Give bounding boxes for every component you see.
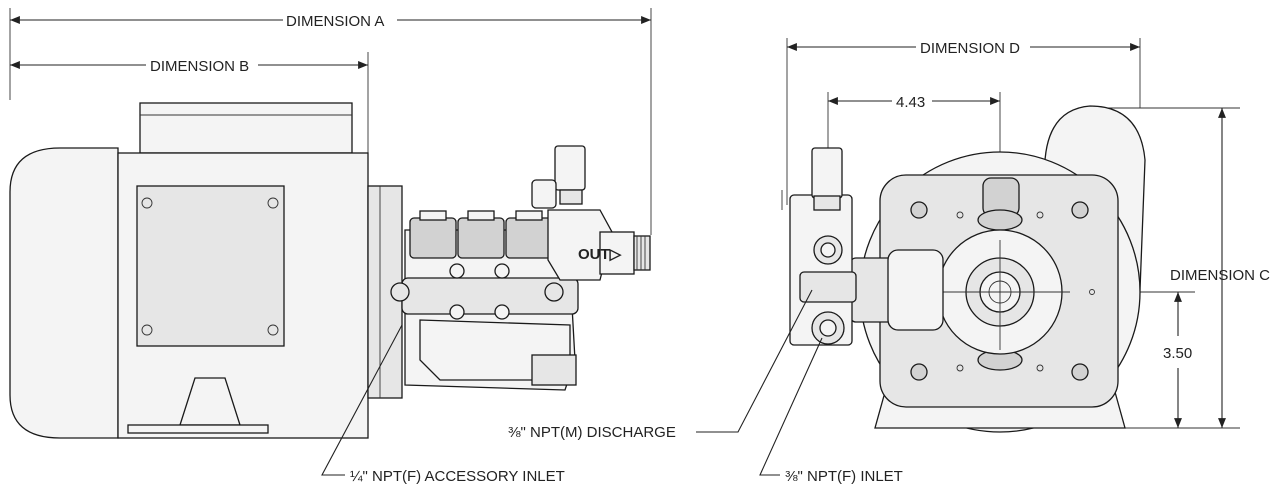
dimension-c: DIMENSION C [1170, 108, 1270, 428]
inlet-callout: ⅜" NPT(F) INLET [759, 337, 903, 485]
front-view [781, 38, 1240, 433]
dimension-d: DIMENSION D [787, 40, 1140, 57]
dimension-443-label: 4.43 [896, 94, 925, 111]
dimension-a-label: DIMENSION A [286, 13, 384, 30]
dimension-c-label: DIMENSION C [1170, 267, 1270, 284]
dimension-b: DIMENSION B [9, 58, 368, 75]
side-view: OUT▷ [9, 8, 652, 439]
motor-end-bell [9, 147, 119, 439]
dimension-443: 4.43 [828, 94, 1000, 111]
dimension-d-label: DIMENSION D [920, 40, 1020, 57]
discharge-label: ⅜" NPT(M) DISCHARGE [508, 424, 676, 441]
discharge-fitting [811, 147, 843, 199]
unloader-nut [554, 145, 586, 191]
dimension-b-label: DIMENSION B [150, 58, 249, 75]
motor-junction-box [139, 102, 353, 154]
dimension-350: 3.50 [1163, 292, 1192, 428]
inlet-label: ⅜" NPT(F) INLET [785, 468, 903, 485]
outlet-mark: OUT▷ [578, 246, 623, 263]
accessory-inlet-callout: ¼" NPT(F) ACCESSORY INLET [321, 324, 565, 485]
accessory-inlet-label: ¼" NPT(F) ACCESSORY INLET [350, 468, 565, 485]
dimension-350-label: 3.50 [1163, 345, 1192, 362]
dimension-a: DIMENSION A [9, 13, 651, 30]
discharge-callout: ⅜" NPT(M) DISCHARGE [508, 289, 813, 441]
discharge-body [547, 209, 613, 281]
motor-cover-plate [136, 185, 285, 347]
motor-base-rail [127, 424, 269, 434]
